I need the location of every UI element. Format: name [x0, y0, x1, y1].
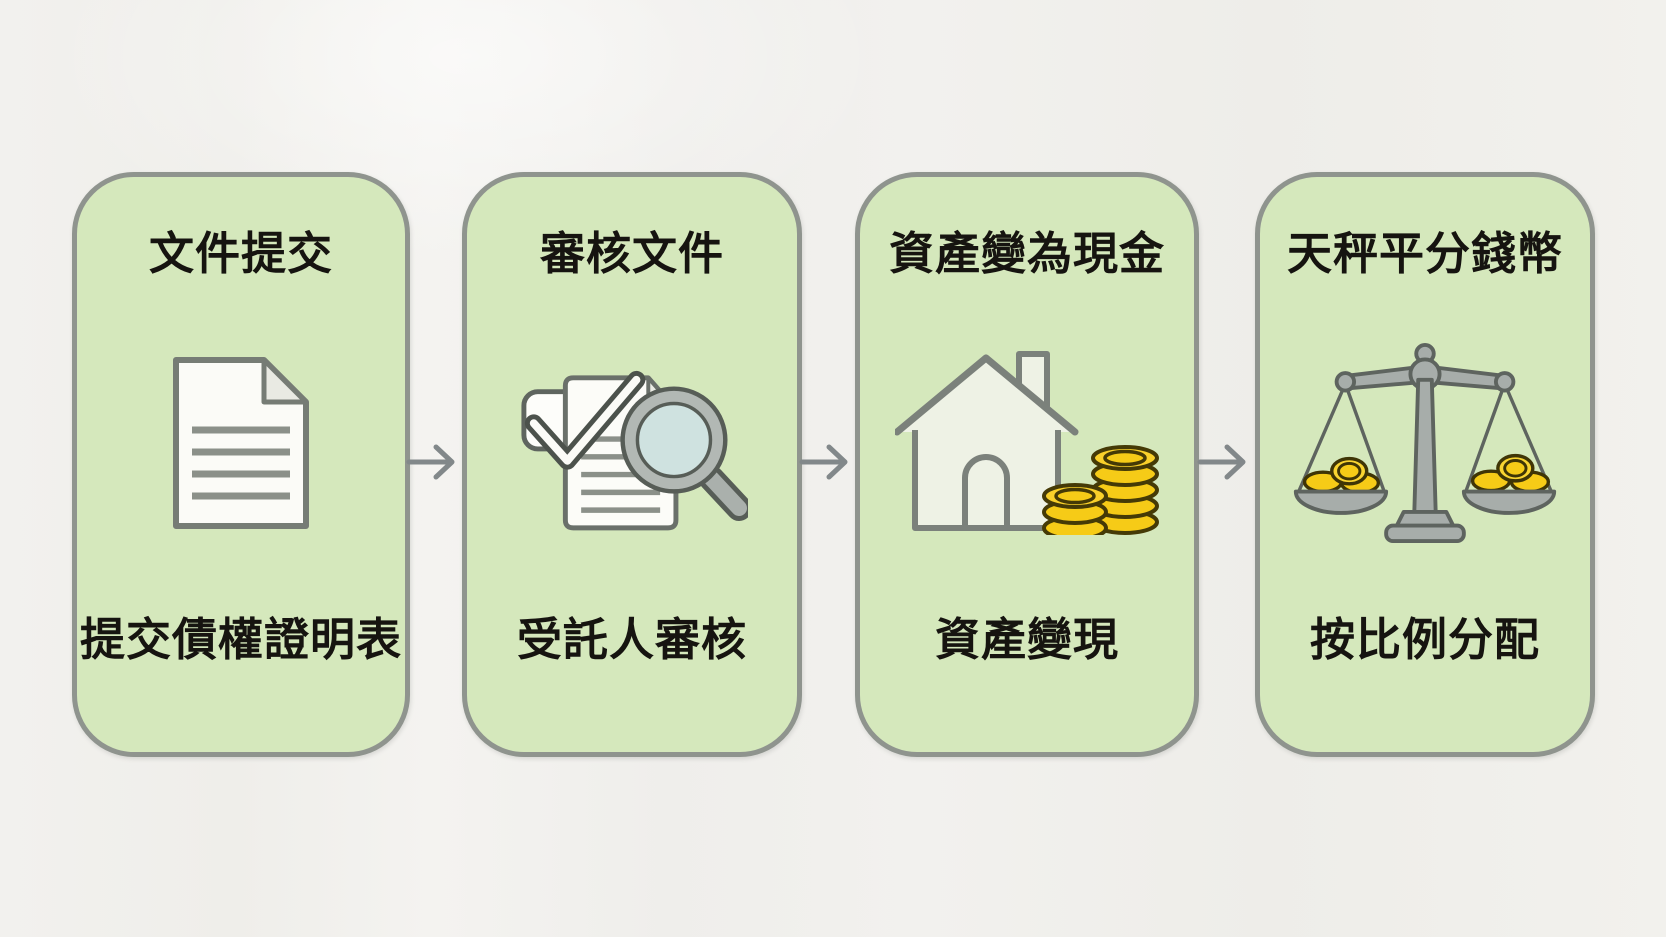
balance-scale-coins-icon	[1293, 342, 1557, 543]
step-icon-area	[860, 282, 1194, 603]
step-title: 資產變為現金	[888, 228, 1165, 279]
step-card-submit-documents: 文件提交 提交債權證明表	[72, 172, 410, 757]
step-card-proportional-distribution: 天秤平分錢幣	[1255, 172, 1595, 757]
document-check-magnifier-icon	[521, 370, 748, 530]
document-icon	[173, 356, 309, 529]
step-label: 按比例分配	[1309, 614, 1540, 665]
step-label: 提交債權證明表	[79, 614, 402, 665]
house-coins-icon	[894, 351, 1159, 535]
arrow-right-icon	[406, 444, 455, 480]
step-card-review-documents: 審核文件	[462, 172, 802, 757]
step-label: 資產變現	[934, 614, 1119, 665]
step-title: 審核文件	[539, 228, 724, 279]
step-icon-area	[77, 282, 405, 603]
arrow-right-icon	[799, 444, 848, 480]
step-icon-area	[467, 282, 797, 603]
step-icon-area	[1260, 282, 1590, 603]
step-title: 天秤平分錢幣	[1286, 228, 1563, 279]
arrow-right-icon	[1197, 444, 1246, 480]
step-label: 受託人審核	[516, 614, 747, 665]
step-title: 文件提交	[148, 228, 333, 279]
step-card-liquidate-assets: 資產變為現金	[855, 172, 1199, 757]
